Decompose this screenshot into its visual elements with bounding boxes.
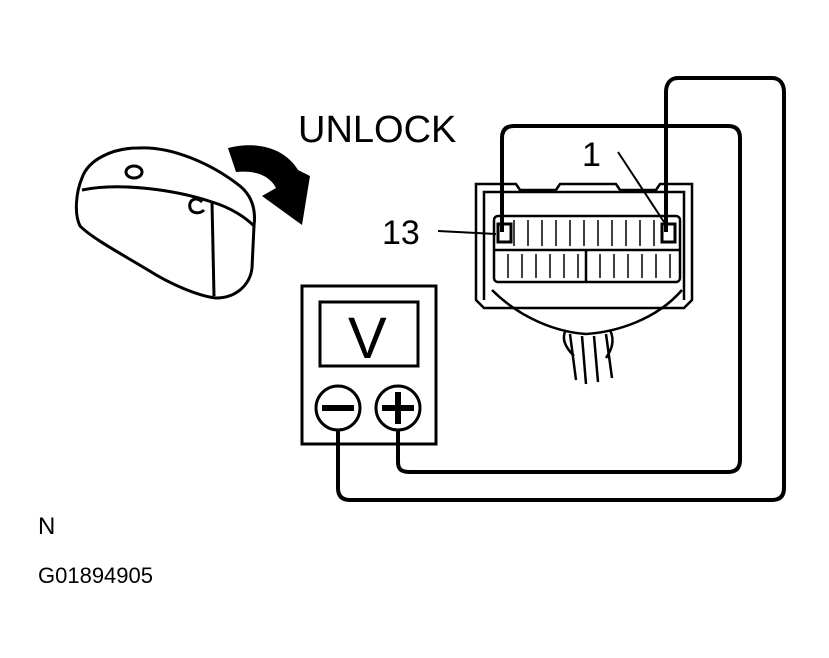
- caption-code: N: [38, 513, 56, 540]
- key-transmitter: [74, 146, 256, 300]
- pin-13-probe: [496, 222, 513, 244]
- pin-13-leader: [437, 230, 497, 235]
- pin-1-probe: [660, 222, 677, 244]
- voltmeter: [300, 284, 438, 446]
- pin-13-label: 13: [382, 214, 420, 252]
- figure-id: G01894905: [38, 563, 153, 588]
- pin-1-label: 1: [582, 136, 601, 174]
- pin-1-leader: [617, 151, 665, 223]
- meter-unit-label: V: [348, 306, 387, 371]
- positive-lead: [396, 124, 742, 474]
- unlock-label: UNLOCK: [298, 109, 456, 151]
- ecu-connector: [474, 182, 694, 385]
- negative-lead: [336, 76, 786, 502]
- unlock-arrow-icon: [228, 145, 310, 225]
